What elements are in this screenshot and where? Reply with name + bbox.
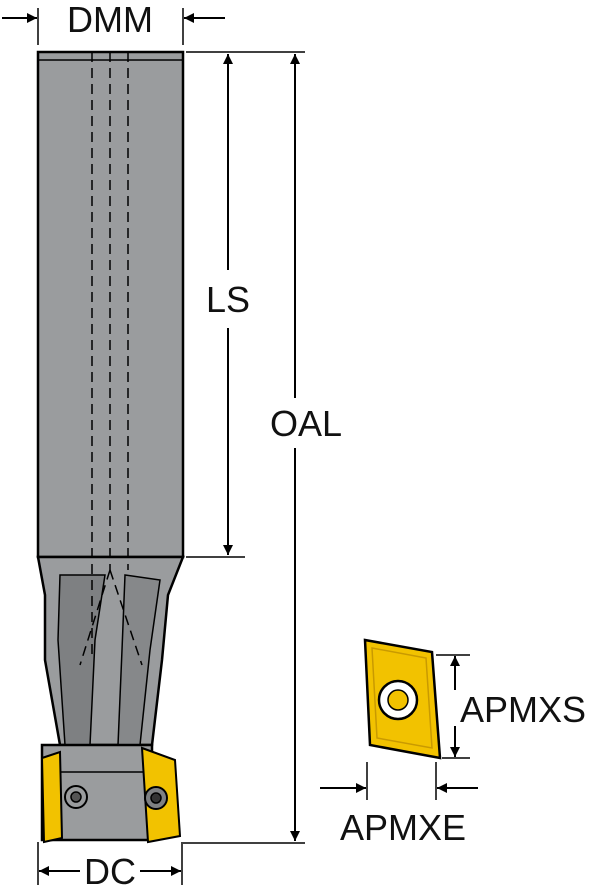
ls-dimension: LS	[206, 54, 250, 555]
apmxe-label: APMXE	[340, 807, 466, 848]
oal-dimension: OAL	[270, 54, 342, 841]
head-insert-left	[40, 750, 64, 844]
oal-label: OAL	[270, 403, 342, 444]
dmm-dimension: DMM	[2, 0, 225, 45]
insert-detail	[363, 638, 442, 760]
tool-body	[36, 50, 185, 844]
dmm-label: DMM	[67, 0, 153, 40]
ls-label: LS	[206, 279, 250, 320]
dc-dimension: DC	[37, 842, 183, 891]
apmxs-dimension: APMXS	[436, 654, 586, 759]
apmxs-label: APMXS	[460, 689, 586, 730]
dc-label: DC	[84, 851, 136, 891]
shank	[36, 50, 185, 559]
apmxe-dimension: APMXE	[320, 762, 478, 848]
